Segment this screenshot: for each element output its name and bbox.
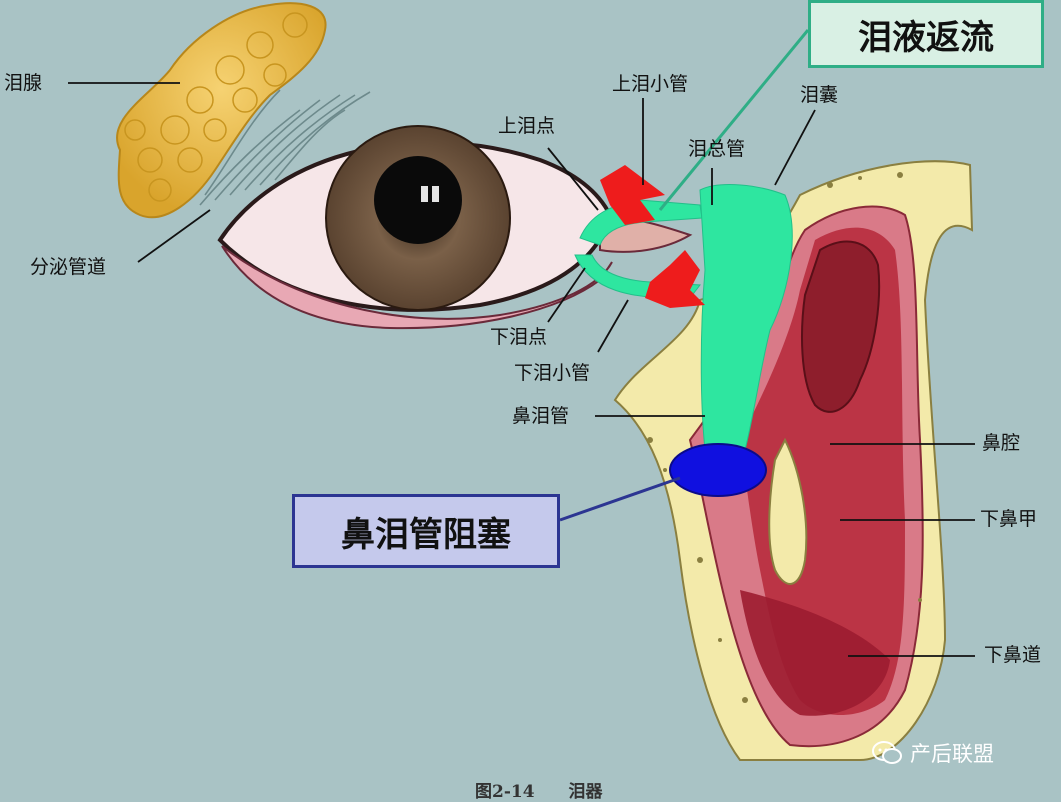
label-upper-canaliculus: 上泪小管 — [612, 73, 689, 95]
eye — [217, 125, 693, 330]
label-upper-punctum: 上泪点 — [498, 115, 556, 137]
figure-caption: 图2-14 泪器 — [475, 777, 637, 802]
label-inferior-meatus: 下鼻道 — [984, 644, 1042, 666]
label-excretory-ducts: 分泌管道 — [30, 256, 107, 278]
leader-lines — [68, 82, 975, 657]
callout-tear-reflux: 泪液返流 — [808, 0, 1044, 68]
label-lacrimal-gland: 泪腺 — [4, 72, 43, 94]
label-nasolacrimal-duct: 鼻泪管 — [512, 405, 570, 427]
reflux-arrows — [600, 165, 705, 308]
eyelashes — [199, 89, 371, 206]
figure-number: 图2-14 — [475, 782, 535, 802]
label-lower-canaliculus: 下泪小管 — [514, 362, 591, 384]
figure-title: 泪器 — [568, 782, 603, 802]
nasal-structure — [613, 160, 974, 761]
watermark: 产后联盟 — [872, 738, 994, 768]
reflux-leader — [658, 29, 810, 211]
watermark-text: 产后联盟 — [910, 742, 994, 766]
obstruction-leader — [559, 476, 681, 522]
label-common-canaliculus: 泪总管 — [688, 138, 746, 160]
label-lower-punctum: 下泪点 — [490, 326, 548, 348]
callout-duct-obstruction: 鼻泪管阻塞 — [292, 494, 560, 568]
obstruction-marker — [669, 443, 767, 497]
pupil — [374, 156, 462, 244]
label-nasal-cavity: 鼻腔 — [982, 432, 1021, 454]
label-inferior-turbinate: 下鼻甲 — [980, 508, 1038, 530]
wechat-icon — [872, 741, 902, 764]
label-lacrimal-sac: 泪囊 — [800, 84, 839, 106]
lacrimal-gland — [116, 2, 327, 219]
